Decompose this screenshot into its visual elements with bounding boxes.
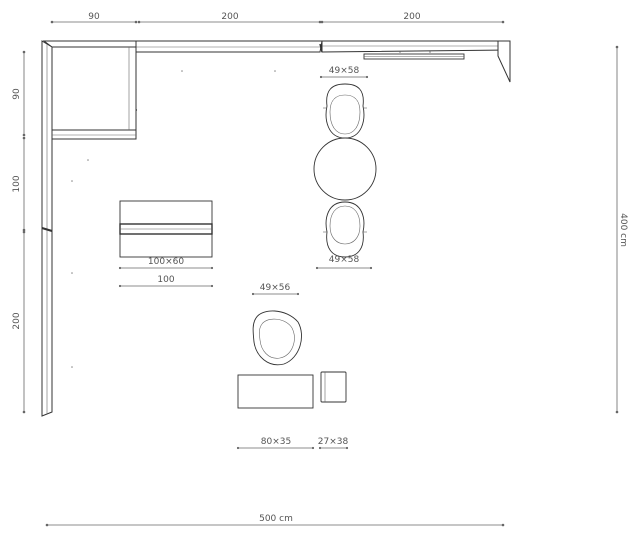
stool bbox=[320, 371, 347, 403]
label-table-width: 100 bbox=[157, 275, 174, 285]
dim-left-200: 200 bbox=[12, 312, 22, 329]
dim-bottom-500: 500 cm bbox=[259, 514, 293, 524]
table bbox=[119, 200, 213, 258]
chair-top bbox=[323, 83, 367, 139]
marker-dots bbox=[71, 51, 431, 368]
bench bbox=[237, 374, 314, 409]
label-armchair: 49×56 bbox=[260, 283, 291, 293]
round-table bbox=[313, 137, 377, 201]
dim-top-200-a: 200 bbox=[221, 12, 238, 22]
label-chair-top: 49×58 bbox=[329, 66, 360, 76]
dim-right-400: 400 cm bbox=[618, 213, 628, 247]
dim-left-90: 90 bbox=[12, 88, 22, 100]
chair-bottom bbox=[323, 201, 367, 258]
label-bench: 80×35 bbox=[261, 437, 291, 447]
dim-left-100: 100 bbox=[12, 175, 22, 192]
label-table: 100×60 bbox=[148, 257, 184, 267]
dimension-lines bbox=[22, 20, 619, 527]
label-stool: 27×38 bbox=[318, 437, 349, 447]
dim-top-90: 90 bbox=[88, 12, 100, 22]
walls bbox=[41, 40, 511, 417]
armchair bbox=[252, 310, 302, 366]
label-chair-bottom: 49×58 bbox=[329, 255, 360, 265]
dim-top-200-b: 200 bbox=[403, 12, 420, 22]
